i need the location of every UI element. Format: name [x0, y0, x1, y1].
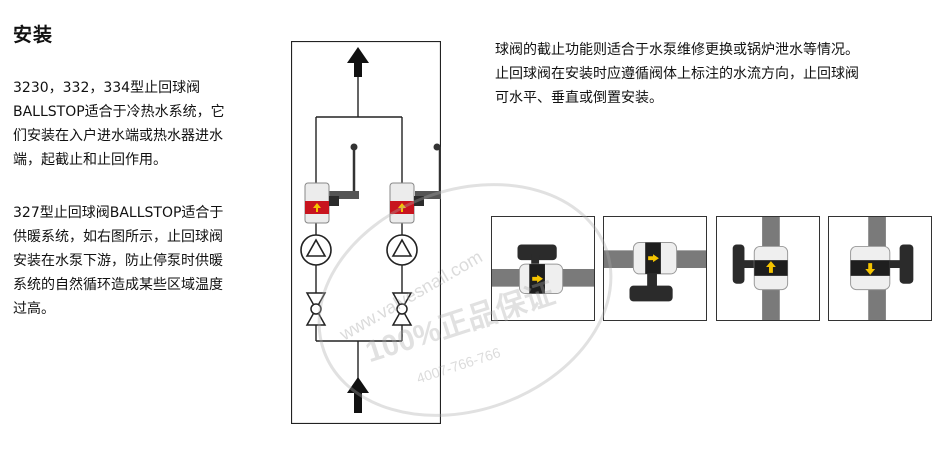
check-ball-valve-icon: [389, 143, 441, 224]
pump-schematic-diagram: [291, 41, 441, 424]
heating-line: 系统的自然循环造成某些区域温度: [13, 277, 223, 293]
gate-valve-icon: [305, 292, 327, 326]
install-photo-vertical-up: [716, 216, 820, 321]
function-line: 止回球阀在安装时应遵循阀体上标注的水流方向，止回球阀: [495, 66, 859, 82]
flow-out-arrow-icon: [347, 47, 369, 77]
heating-line: 327型止回球阀BALLSTOP适合于: [13, 205, 224, 221]
function-paragraph: 球阀的截止功能则适合于水泵维修更换或锅炉泄水等情况。 止回球阀在安装时应遵循阀体…: [495, 38, 935, 110]
install-photo-vertical-down: [828, 216, 932, 321]
flow-in-arrow-icon: [347, 377, 369, 413]
intro-paragraph: 3230，332，334型止回球阀 BALLSTOP适合于冷热水系统，它 们安装…: [13, 76, 273, 172]
gate-valve-icon: [391, 292, 413, 326]
install-photo-horizontal: [491, 216, 595, 321]
heating-line: 安装在水泵下游，防止停泵时供暖: [13, 253, 223, 269]
heating-line: 供暖系统，如右图所示，止回球阀: [13, 229, 223, 245]
install-photo-inverted: [603, 216, 707, 321]
section-title: 安装: [13, 24, 54, 46]
function-line: 可水平、垂直或倒置安装。: [495, 90, 663, 106]
pump-icon: [386, 234, 418, 266]
heating-paragraph: 327型止回球阀BALLSTOP适合于 供暖系统，如右图所示，止回球阀 安装在水…: [13, 201, 273, 321]
flow-arrow-icon: [532, 274, 543, 283]
intro-line: BALLSTOP适合于冷热水系统，它: [13, 104, 225, 120]
intro-line: 们安装在入户进水端或热水器进水: [13, 128, 223, 144]
flow-arrow-icon: [648, 254, 659, 263]
flow-arrow-icon: [766, 261, 776, 273]
heating-line: 过高。: [13, 301, 55, 317]
pump-icon: [300, 234, 332, 266]
flow-arrow-icon: [865, 263, 876, 275]
intro-line: 端，起截止和止回作用。: [13, 152, 167, 168]
function-line: 球阀的截止功能则适合于水泵维修更换或锅炉泄水等情况。: [495, 42, 859, 58]
intro-line: 3230，332，334型止回球阀: [13, 80, 201, 96]
check-ball-valve-icon: [304, 143, 359, 224]
